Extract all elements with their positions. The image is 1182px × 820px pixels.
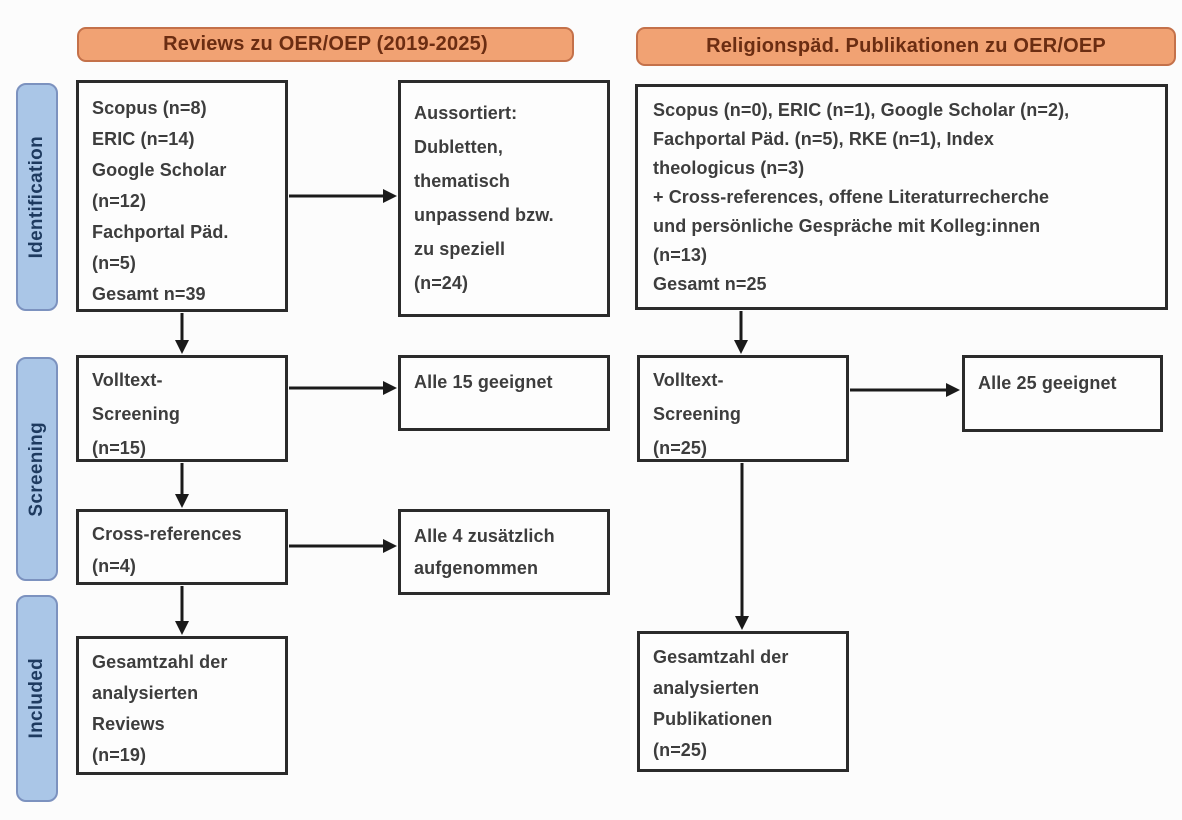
box-all-15-suitable: Alle 15 geeignet (398, 355, 610, 431)
stage-label-screening-text: Screening (26, 421, 47, 517)
text-line: Alle 25 geeignet (978, 373, 1117, 393)
box-sources-publications: Scopus (n=0), ERIC (n=1), Google Scholar… (635, 84, 1168, 310)
box-fulltext-screening-reviews: Volltext- Screening (n=15) (76, 355, 288, 462)
text-line: zu speziell (414, 239, 506, 259)
box-all-4-added: Alle 4 zusätzlich aufgenommen (398, 509, 610, 595)
text-line: (n=12) (92, 191, 147, 211)
text-line: (n=13) (653, 245, 708, 265)
stage-label-included: Included (16, 595, 58, 802)
stage-label-identification: Identification (16, 83, 58, 311)
text-line: Gesamt n=25 (653, 274, 767, 294)
text-line: analysierten (92, 683, 199, 703)
text-line: (n=5) (92, 253, 137, 273)
stage-label-identification-text: Identification (26, 135, 47, 259)
text-line: thematisch (414, 171, 511, 191)
text-line: Dubletten, (414, 137, 503, 157)
box-sources-reviews: Scopus (n=8) ERIC (n=14) Google Scholar (n=… (76, 80, 288, 312)
text-line: (n=15) (92, 438, 147, 458)
text-line: Google Scholar (92, 160, 227, 180)
text-line: Alle 15 geeignet (414, 372, 553, 392)
text-line: Screening (92, 404, 180, 424)
text-line: Gesamtzahl der (653, 647, 789, 667)
text-line: Volltext- (92, 370, 163, 390)
text-line: Gesamtzahl der (92, 652, 228, 672)
text-line: ERIC (n=14) (92, 129, 195, 149)
text-line: Fachportal Päd. (92, 222, 229, 242)
box-excluded-records: Aussortiert: Dubletten, thematisch unpassen… (398, 80, 610, 317)
text-line: (n=19) (92, 745, 147, 765)
text-line: Aussortiert: (414, 103, 518, 123)
text-line: (n=25) (653, 740, 708, 760)
stage-label-included-text: Included (26, 658, 47, 739)
stage-label-screening: Screening (16, 357, 58, 581)
text-line: Publikationen (653, 709, 773, 729)
text-line: unpassend bzw. (414, 205, 554, 225)
text-line: und persönliche Gespräche mit Kolleg:inn… (653, 216, 1041, 236)
header-reviews-oer-oep: Reviews zu OER/OEP (2019-2025) (77, 27, 574, 62)
header-religionspaed-publikationen: Religionspäd. Publikationen zu OER/OEP (636, 27, 1176, 66)
text-line: Gesamt n=39 (92, 284, 206, 304)
text-line: Fachportal Päd. (n=5), RKE (n=1), Index (653, 129, 994, 149)
text-line: Reviews (92, 714, 165, 734)
text-line: Volltext- (653, 370, 724, 390)
text-line: Scopus (n=8) (92, 98, 207, 118)
text-line: (n=25) (653, 438, 708, 458)
box-cross-references: Cross-references (n=4) (76, 509, 288, 585)
text-line: + Cross-references, offene Literaturrech… (653, 187, 1050, 207)
text-line: Cross-references (92, 524, 242, 544)
text-line: analysierten (653, 678, 760, 698)
box-all-25-suitable: Alle 25 geeignet (962, 355, 1163, 432)
box-fulltext-screening-publications: Volltext- Screening (n=25) (637, 355, 849, 462)
text-line: theologicus (n=3) (653, 158, 805, 178)
text-line: Alle 4 zusätzlich (414, 526, 555, 546)
text-line: aufgenommen (414, 558, 539, 578)
text-line: Screening (653, 404, 741, 424)
text-line: Scopus (n=0), ERIC (n=1), Google Scholar… (653, 100, 1070, 120)
text-line: (n=4) (92, 556, 137, 576)
text-line: (n=24) (414, 273, 469, 293)
